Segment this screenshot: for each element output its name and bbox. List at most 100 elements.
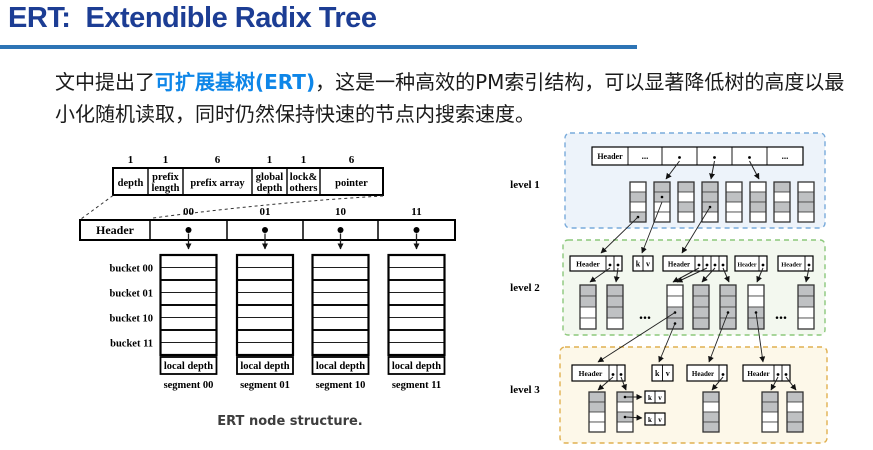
bucket-cell [588, 411, 606, 423]
bucket-cell [702, 391, 720, 403]
header-label: Header [668, 261, 690, 269]
pointer-dot [616, 263, 620, 267]
bucket-cell [616, 401, 634, 413]
pointer-arrow [749, 160, 760, 180]
bucket-outline [579, 284, 597, 330]
bucket-cell [773, 191, 791, 203]
field-size: 1 [128, 154, 134, 166]
bucket-cell [312, 342, 369, 356]
pointer-dot [623, 415, 627, 419]
intro-paragraph: 文中提出了可扩展基树(ERT)，这是一种高效的PM索引结构，可以显著降低树的高度… [55, 66, 847, 131]
bucket-cell [606, 306, 624, 319]
bucket-cell [797, 191, 815, 203]
bucket-cell [388, 292, 445, 306]
field-size: 1 [267, 154, 273, 166]
bucket-label: bucket 11 [110, 339, 153, 350]
bucket-cell [773, 211, 791, 223]
cross-level-link [681, 206, 711, 254]
field-size: 1 [301, 154, 307, 166]
local-depth-label: local depth [240, 361, 289, 372]
pointer-arrow [756, 267, 764, 283]
segment-label: segment 11 [392, 380, 441, 391]
bucket-cell [236, 317, 294, 331]
pointer-dot [705, 263, 709, 267]
bucket-column [747, 284, 765, 330]
bucket-cell [749, 181, 767, 193]
bucket-cell [761, 391, 779, 403]
page-title: ERT: Extendible Radix Tree [8, 2, 377, 34]
bucket-cell [692, 317, 710, 330]
level-label: level 1 [510, 179, 540, 191]
bucket-cell [797, 306, 815, 319]
pointer-dot [413, 227, 420, 233]
bucket-cell [749, 201, 767, 213]
diagram-caption: ERT node structure. [217, 414, 363, 429]
header-label: ... [782, 151, 789, 161]
pointer-dot [608, 263, 612, 267]
bucket-column [692, 284, 710, 330]
bucket-cell [236, 342, 294, 356]
header-label: Header [747, 370, 769, 378]
header-box: Header [734, 255, 768, 272]
header-box: Header [686, 364, 728, 382]
header-box: Header [571, 364, 626, 382]
slot-label: 11 [411, 206, 421, 218]
header-label: Header [738, 263, 757, 269]
bucket-label: bucket 01 [110, 289, 153, 300]
bucket-cell [749, 211, 767, 223]
local-depth-box [236, 356, 294, 375]
field-label: others [290, 183, 318, 194]
bucket-cell [786, 401, 804, 413]
bucket-cell [666, 284, 684, 297]
bucket-column [588, 391, 606, 433]
bucket-cell [629, 201, 647, 213]
header-label: v [658, 416, 662, 424]
pointer-dot [761, 263, 765, 267]
bucket-cell [701, 181, 719, 193]
bucket-column [579, 284, 597, 330]
bucket-cell [160, 279, 217, 293]
header-label: Header [576, 260, 600, 269]
bucket-cell [606, 284, 624, 297]
bucket-cell [236, 292, 294, 306]
bucket-cell [702, 401, 720, 413]
bucket-outline [692, 284, 710, 330]
intro-text-post: ，这是一种高效的PM索引结构，可以显著降低树的高度以最小化随机读取，同时仍然保持… [55, 70, 845, 127]
bucket-column [719, 284, 737, 330]
bucket-cell [579, 295, 597, 308]
pointer-dot [619, 373, 623, 376]
pointer-arrow [620, 376, 627, 391]
field-size: 6 [215, 154, 221, 166]
pointer-arrow [597, 376, 614, 391]
bucket-cell [702, 411, 720, 423]
segment-outline [159, 253, 218, 357]
pointer-dot [697, 263, 701, 267]
ellipsis: ... [639, 306, 651, 323]
bucket-outline [725, 181, 743, 223]
bucket-cell [747, 317, 765, 330]
bucket-column [666, 284, 684, 330]
level-label: level 3 [510, 384, 540, 396]
bucket-cell [312, 292, 369, 306]
field-label: depth [118, 178, 144, 189]
bucket-cell [719, 284, 737, 297]
field-label: prefix array [190, 178, 245, 189]
pointer-arrow [676, 267, 708, 283]
bucket-outline [588, 391, 606, 433]
pointer-arrow [770, 376, 779, 391]
pointer-dot [337, 227, 344, 233]
bucket-cell [725, 201, 743, 213]
segment-label: segment 00 [164, 380, 214, 391]
bucket-cell [797, 295, 815, 308]
bucket-cell [747, 284, 765, 297]
cross-level-link [600, 216, 639, 254]
level-label: level 2 [510, 282, 540, 294]
